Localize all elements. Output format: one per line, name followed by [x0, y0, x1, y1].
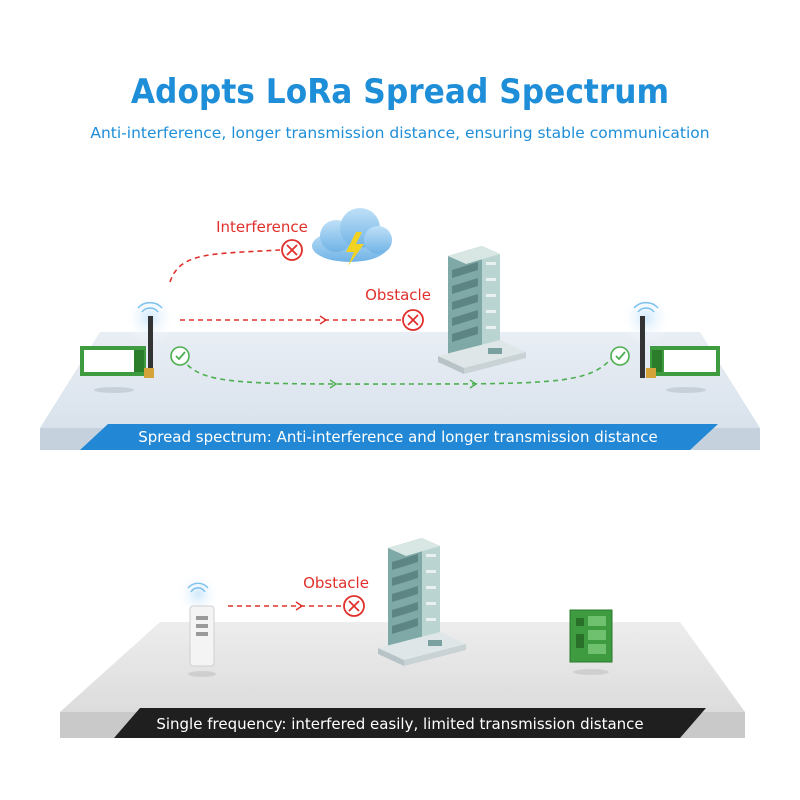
right-lora-module — [620, 292, 720, 393]
top-obstacle-label: Obstacle — [365, 286, 431, 304]
blocked-x-icon — [281, 239, 303, 261]
page-subtitle: Anti-interference, longer transmission d… — [90, 124, 710, 142]
interference-label: Interference — [216, 218, 308, 236]
success-check-icon — [170, 346, 190, 366]
building-obstacle-icon — [378, 538, 466, 666]
blocked-x-icon — [402, 309, 424, 331]
bottom-scene: Single frequency: interfered easily, lim… — [60, 538, 745, 738]
top-banner-text: Spread spectrum: Anti-interference and l… — [138, 428, 658, 446]
top-platform — [40, 332, 760, 428]
receiver-board — [569, 609, 613, 675]
lightning-cloud-icon — [312, 208, 392, 266]
signal-glow-icon — [176, 572, 220, 616]
bottom-banner-text: Single frequency: interfered easily, lim… — [156, 715, 643, 733]
top-banner — [80, 424, 718, 450]
antenna-icon — [148, 316, 153, 378]
page-title: Adopts LoRa Spread Spectrum — [130, 72, 670, 112]
signal-glow-icon — [620, 292, 672, 344]
bottom-obstacle-label: Obstacle — [303, 574, 369, 592]
left-lora-module — [80, 292, 176, 393]
remote-transmitter — [176, 572, 220, 677]
building-obstacle-icon — [438, 246, 526, 374]
blocked-x-icon — [343, 595, 365, 617]
antenna-icon — [640, 316, 645, 378]
top-scene: Spread spectrum: Anti-interference and l… — [40, 208, 760, 450]
success-check-icon — [610, 346, 630, 366]
bottom-banner — [114, 708, 706, 738]
